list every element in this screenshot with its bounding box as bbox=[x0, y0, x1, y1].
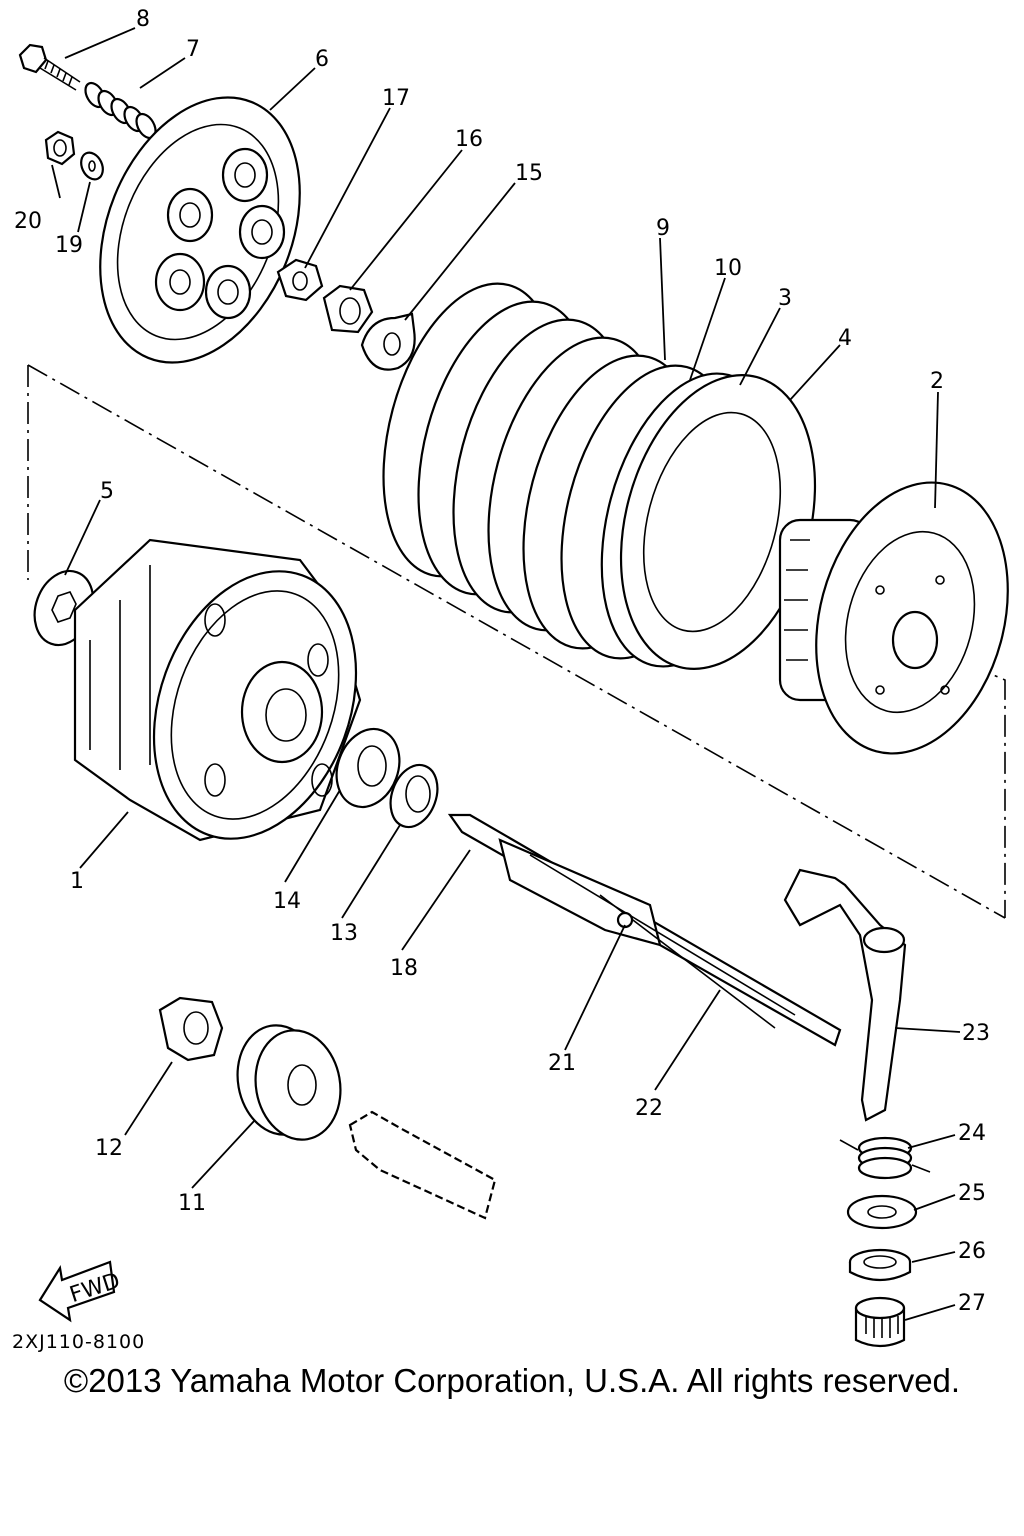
callout-24: 24 bbox=[958, 1121, 986, 1146]
callout-4: 4 bbox=[838, 326, 852, 351]
callout-25: 25 bbox=[958, 1181, 986, 1206]
callout-17: 17 bbox=[382, 86, 410, 111]
callout-19: 19 bbox=[55, 233, 83, 258]
part-2-clutch-boss bbox=[778, 481, 1009, 755]
part-17-bearing bbox=[276, 258, 324, 302]
callout-20: 20 bbox=[14, 209, 42, 234]
part-26-seal bbox=[848, 1248, 912, 1282]
diagram-code: 2XJ110-8100 bbox=[12, 1331, 145, 1353]
callout-23: 23 bbox=[962, 1021, 990, 1046]
part-20-nut bbox=[44, 130, 76, 166]
callout-8: 8 bbox=[136, 7, 150, 32]
callout-13: 13 bbox=[330, 921, 358, 946]
part-7-spring bbox=[84, 81, 157, 140]
part-27-bearing bbox=[854, 1296, 906, 1348]
callout-18: 18 bbox=[390, 956, 418, 981]
part-1-clutch-housing bbox=[73, 538, 362, 842]
part-24-spring bbox=[839, 1136, 931, 1180]
callout-9: 9 bbox=[656, 216, 670, 241]
callout-11: 11 bbox=[178, 1191, 206, 1216]
part-14-washer bbox=[335, 727, 401, 809]
part-19-washer bbox=[80, 151, 104, 181]
callout-leader-lines bbox=[51, 27, 961, 1321]
part-22-push-rod bbox=[447, 813, 842, 1047]
part-12-nut bbox=[158, 996, 224, 1062]
copyright-notice: ©2013 Yamaha Motor Corporation, U.S.A. A… bbox=[63, 1362, 961, 1399]
part-13-washer bbox=[389, 763, 439, 829]
clutch-exploded-diagram: FWD 1 2 3 4 5 6 7 8 9 10 11 12 13 14 15 … bbox=[12, 7, 1009, 1353]
part-15-lock-washer bbox=[360, 312, 416, 371]
part-11-drive-gear bbox=[236, 1024, 342, 1141]
callout-5: 5 bbox=[100, 479, 114, 504]
part-8-bolt bbox=[18, 43, 81, 91]
part-23-push-lever bbox=[783, 868, 907, 1122]
callout-26: 26 bbox=[958, 1239, 986, 1264]
assembly-axis-lines bbox=[27, 364, 1006, 919]
callout-16: 16 bbox=[455, 127, 483, 152]
callout-7: 7 bbox=[186, 37, 200, 62]
clutch-plate-stack bbox=[382, 282, 817, 670]
callout-2: 2 bbox=[930, 369, 944, 394]
callout-1: 1 bbox=[70, 869, 84, 894]
part-16-nut bbox=[322, 284, 374, 334]
callout-14: 14 bbox=[273, 889, 301, 914]
callout-10: 10 bbox=[714, 256, 742, 281]
part-21-ball bbox=[616, 911, 634, 929]
fwd-arrow-icon: FWD bbox=[38, 1260, 123, 1323]
part-25-oil-seal bbox=[846, 1194, 918, 1230]
part-6-pressure-plate bbox=[99, 96, 301, 364]
callout-22: 22 bbox=[635, 1096, 663, 1121]
callout-12: 12 bbox=[95, 1136, 123, 1161]
callout-27: 27 bbox=[958, 1291, 986, 1316]
callout-15: 15 bbox=[515, 161, 543, 186]
callout-6: 6 bbox=[315, 47, 329, 72]
callout-21: 21 bbox=[548, 1051, 576, 1076]
callout-numbers: 1 2 3 4 5 6 7 8 9 10 11 12 13 14 15 16 1… bbox=[14, 7, 990, 1316]
callout-3: 3 bbox=[778, 286, 792, 311]
crankshaft-stub bbox=[348, 1110, 497, 1220]
